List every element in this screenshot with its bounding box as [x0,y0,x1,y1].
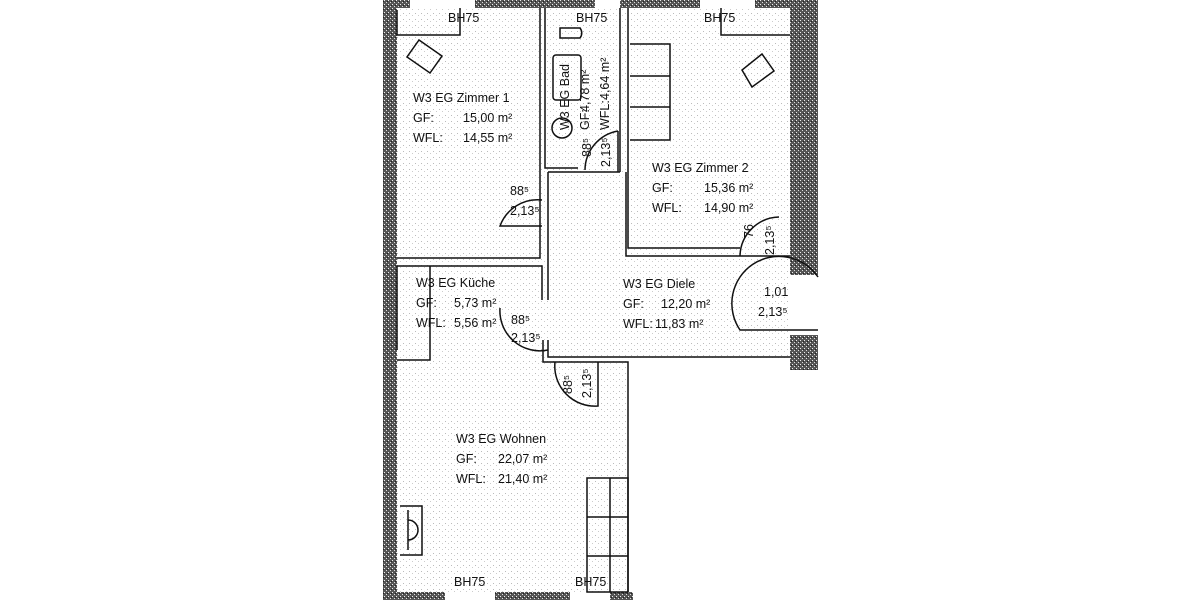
wfl-label: WFL: [416,316,446,330]
window-label-wohnen-left: BH75 [454,575,486,589]
door-bad-width: 88⁵ [580,137,594,157]
gf-value: 15,00 m² [463,111,513,125]
wfl-value: 4,64 m² [598,57,612,100]
wfl-value: 14,55 m² [463,131,513,145]
room-zimmer1: W3 EG Zimmer 1 GF: 15,00 m² WFL: 14,55 m² [413,88,512,148]
gf-value: 22,07 m² [498,452,548,466]
gf-label: GF: [652,181,673,195]
door-zimmer2-width: 76 [742,224,756,238]
window-label-zimmer2: BH75 [704,11,736,25]
outer-wall-bottom [383,592,633,600]
wfl-value: 14,90 m² [704,201,754,215]
floor-area-wohnen [395,360,628,592]
wfl-label: WFL: [598,100,612,130]
door-zimmer2-height: 2,13⁵ [763,225,777,255]
room-zimmer2: W3 EG Zimmer 2 GF: 15,36 m² WFL: 14,90 m² [652,158,753,218]
room-name: W3 EG Wohnen [456,432,547,446]
room-name: W3 EG Bad [558,64,572,130]
gf-label: GF: [456,452,477,466]
room-wohnen: W3 EG Wohnen GF: 22,07 m² WFL: 21,40 m² [456,429,547,489]
door-zimmer1-height: 2,13⁵ [510,204,540,218]
room-name: W3 EG Küche [416,276,496,290]
room-kueche: W3 EG Küche GF: 5,73 m² WFL: 5,56 m² [416,273,496,333]
gf-value: 4,78 m² [578,69,592,112]
room-bad: W3 EG Bad GF:4,78 m² WFL:4,64 m² [555,58,615,130]
floor-area [395,8,790,360]
gf-label: GF: [416,296,437,310]
wfl-value: 11,83 m² [655,317,704,331]
gf-label: GF: [623,297,644,311]
window-label-zimmer1: BH75 [448,11,480,25]
room-name: W3 EG Zimmer 1 [413,91,510,105]
door-kueche-width: 88⁵ [511,313,531,327]
gf-label: GF: [413,111,434,125]
wfl-label: WFL: [652,201,682,215]
outer-wall-top [383,0,793,8]
wfl-value: 5,56 m² [454,316,497,330]
wfl-label: WFL: [623,317,653,331]
wfl-label: WFL: [413,131,443,145]
gf-value: 5,73 m² [454,296,497,310]
door-bad-height: 2,13⁵ [599,137,613,167]
window-label-wohnen-right: BH75 [575,575,607,589]
wfl-value: 21,40 m² [498,472,548,486]
door-entrance-height: 2,13⁵ [758,305,788,319]
door-entrance-width: 1,01 [764,285,789,299]
wfl-label: WFL: [456,472,486,486]
door-wohnen-width: 88⁵ [561,374,575,394]
gf-value: 12,20 m² [661,297,711,311]
room-diele: W3 EG Diele GF: 12,20 m² WFL:11,83 m² [623,274,710,334]
window-label-bad: BH75 [576,11,608,25]
outer-wall-right [790,0,818,275]
gf-value: 15,36 m² [704,181,754,195]
door-kueche-height: 2,13⁵ [511,331,541,345]
outer-wall-left [383,0,397,600]
door-zimmer1-width: 88⁵ [510,184,530,198]
gf-label: GF: [578,109,592,130]
room-name: W3 EG Zimmer 2 [652,161,749,175]
door-wohnen-height: 2,13⁵ [580,368,594,398]
room-name: W3 EG Diele [623,277,696,291]
